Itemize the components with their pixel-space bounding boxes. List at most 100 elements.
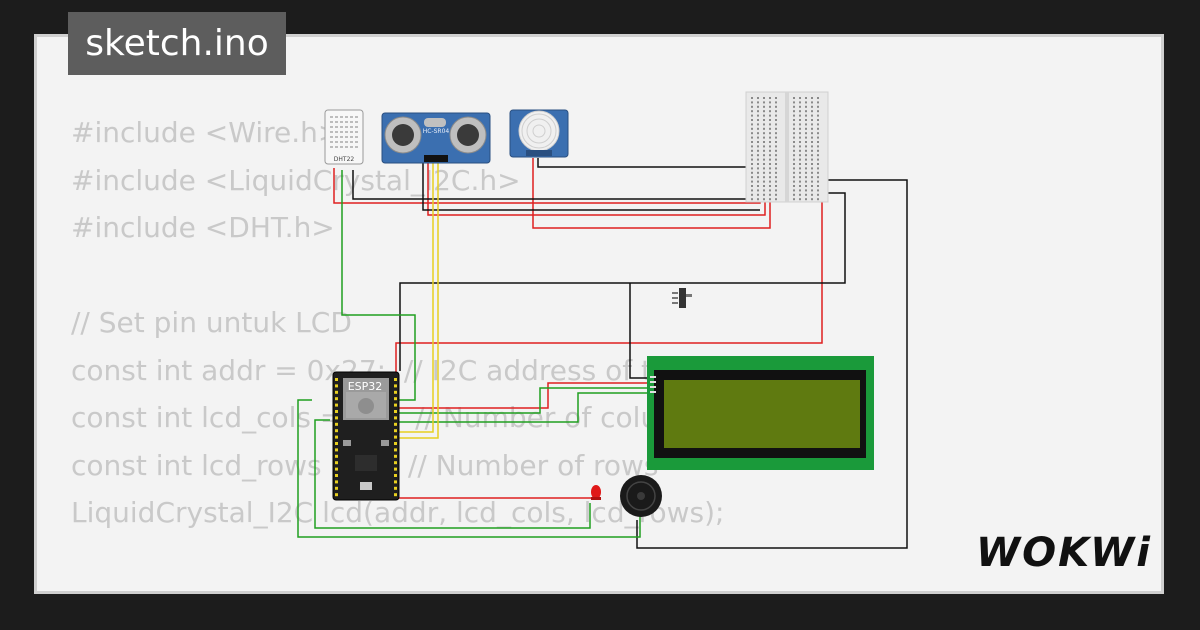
breadboard-hole	[757, 101, 759, 104]
breadboard-hole	[811, 193, 813, 196]
pir-sensor[interactable]	[509, 109, 569, 158]
esp32-label: ESP32	[348, 380, 383, 393]
lcd-pin	[650, 381, 656, 383]
breadboard-hole	[793, 101, 795, 104]
breadboard-hole	[793, 176, 795, 179]
preview-card: #include <Wire.h>#include <LiquidCrystal…	[34, 34, 1164, 594]
breadboard-hole	[793, 185, 795, 187]
breadboard-hole	[805, 149, 807, 152]
esp32-pin	[394, 378, 397, 381]
breadboard-hole	[775, 154, 777, 157]
breadboard-hole	[751, 158, 753, 161]
esp32-pin	[335, 384, 338, 388]
breadboard-hole	[817, 163, 819, 165]
esp32-board[interactable]: ESP32	[332, 371, 400, 501]
dht-vent	[340, 126, 343, 128]
dht-vent	[340, 136, 343, 138]
dht-vent	[345, 146, 348, 148]
breadboard-hole	[763, 119, 765, 121]
breadboard-hole	[805, 180, 807, 183]
breadboard-hole	[811, 176, 813, 179]
breadboard-hole	[817, 136, 819, 139]
dht-vent	[345, 116, 348, 118]
esp32-pin	[335, 454, 338, 458]
esp32-pin	[394, 422, 397, 426]
breadboard-hole	[793, 171, 795, 174]
breadboard-hole	[769, 189, 771, 192]
breadboard-hole	[817, 105, 819, 108]
breadboard-hole	[805, 101, 807, 104]
breadboard-hole	[817, 149, 819, 152]
breadboard-hole	[811, 185, 813, 187]
wire-black-dht	[352, 170, 756, 200]
dht-vent	[355, 121, 358, 123]
breadboard-hole	[763, 198, 765, 201]
dht-vent	[330, 136, 333, 138]
breadboard-hole	[751, 154, 753, 157]
breadboard-hole	[757, 176, 759, 179]
breadboard-hole	[799, 114, 801, 117]
slide-switch[interactable]	[672, 288, 692, 308]
breadboard-hole	[811, 132, 813, 135]
breadboard-hole	[817, 176, 819, 179]
breadboard-hole	[751, 193, 753, 196]
esp32-pin	[335, 467, 338, 471]
breadboard-hole	[793, 97, 795, 99]
breadboard-hole	[757, 97, 759, 99]
pir-dome-ring	[526, 118, 552, 144]
breadboard-hole	[757, 154, 759, 157]
dht-vent	[350, 146, 353, 148]
breadboard-hole	[763, 114, 765, 117]
esp32-pin	[335, 442, 338, 445]
esp32-pin	[335, 378, 338, 381]
dht-vent	[335, 141, 338, 143]
breadboard-hole	[763, 149, 765, 152]
dht-vent	[335, 136, 338, 138]
breadboard-hole	[799, 119, 801, 121]
breadboard-hole	[811, 101, 813, 104]
breadboard-hole	[769, 193, 771, 196]
wire-black-gnd	[399, 192, 846, 371]
breadboard-hole	[757, 171, 759, 174]
breadboard-hole	[811, 189, 813, 192]
breadboard-hole	[799, 105, 801, 108]
breadboard-hole	[799, 158, 801, 161]
breadboard-hole	[769, 149, 771, 152]
breadboard-hole	[811, 158, 813, 161]
lcd-display[interactable]	[647, 356, 874, 470]
dht-vent	[335, 126, 338, 128]
breadboard-hole	[811, 154, 813, 157]
breadboard-hole	[775, 180, 777, 183]
breadboard-hole	[769, 158, 771, 161]
dht-vent	[345, 121, 348, 123]
file-tab[interactable]: sketch.ino	[68, 12, 286, 75]
breadboard-hole	[793, 110, 795, 113]
breadboard-hole	[769, 180, 771, 183]
wire-black-sonar	[422, 162, 760, 211]
buzzer[interactable]	[620, 475, 662, 517]
breadboard-hole	[763, 185, 765, 187]
esp32-pin	[394, 429, 397, 433]
breadboard-hole	[769, 123, 771, 126]
dht-vent	[355, 136, 358, 138]
breadboard-hole	[775, 97, 777, 99]
esp32-pin	[335, 435, 338, 439]
breadboard-hole	[817, 198, 819, 201]
breadboard-hole	[811, 141, 813, 143]
breadboard-hole	[805, 158, 807, 161]
breadboard-hole	[775, 171, 777, 174]
breadboard-hole	[793, 180, 795, 183]
dht22-sensor[interactable]: DHT22	[324, 109, 364, 165]
breadboard[interactable]	[745, 91, 829, 203]
breadboard-hole	[763, 163, 765, 165]
breadboard-hole	[757, 136, 759, 139]
ultrasonic-sensor[interactable]: HC-SR04	[381, 112, 491, 164]
breadboard-hole	[775, 149, 777, 152]
breadboard-hole	[769, 185, 771, 187]
breadboard-hole	[751, 145, 753, 148]
red-led[interactable]	[591, 485, 601, 500]
breadboard-hole	[763, 105, 765, 108]
breadboard-hole	[763, 132, 765, 135]
breadboard-hole	[805, 189, 807, 192]
